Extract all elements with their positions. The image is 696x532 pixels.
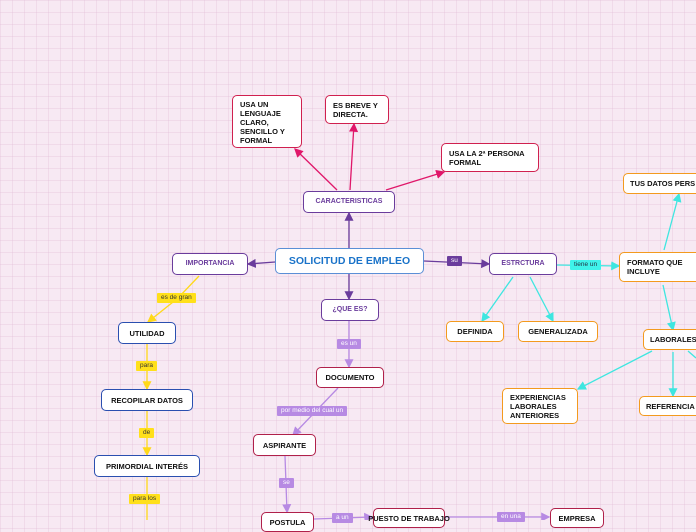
formato-node[interactable]: FORMATO QUE INCLUYE (619, 252, 696, 282)
edge-formato-laborales (662, 284, 676, 332)
label-a-un: a un (332, 513, 353, 524)
lenguaje-node[interactable]: USA UN LENGUAJE CLARO, SENCILLO Y FORMAL (232, 95, 302, 148)
label-tiene-un: tiene un (570, 260, 602, 271)
label-en-una: en una (497, 512, 525, 523)
laborales-node[interactable]: LABORALES (643, 329, 696, 350)
edge-estructura-generalizada (529, 276, 554, 323)
edge-main-importancia (246, 258, 276, 268)
label-es-un: es un (337, 339, 361, 350)
label-para-los: para los (129, 494, 161, 505)
utilidad-node[interactable]: UTILIDAD (118, 322, 176, 344)
caracteristicas-node[interactable]: CARACTERISTICAS (303, 191, 395, 213)
referencias-node[interactable]: REFERENCIA (639, 396, 696, 416)
label-es-de-gran: es de gran (157, 293, 196, 304)
label-su: su (447, 256, 462, 267)
postula-node[interactable]: POSTULA (261, 512, 314, 532)
mind-map-canvas: SOLICITUD DE EMPLEO CARACTERISTICAS USA … (94, 95, 696, 532)
estructura-node[interactable]: ESTRCTURA (489, 253, 557, 275)
edge-formato-tusdatos (663, 192, 682, 251)
label-para: para (136, 361, 158, 372)
generalizada-node[interactable]: GENERALIZADA (518, 321, 598, 342)
central-topic-node[interactable]: SOLICITUD DE EMPLEO (275, 248, 424, 274)
aspirante-node[interactable]: ASPIRANTE (253, 434, 316, 456)
edge-estructura-definida (481, 276, 514, 323)
label-de: de (139, 428, 155, 439)
edge-caract-lenguaje (294, 148, 338, 191)
edge-laborales-offscreen (687, 350, 696, 359)
persona-node[interactable]: USA LA 2ª PERSONA FORMAL (441, 143, 539, 172)
puesto-node[interactable]: PUESTO DE TRABAJO (368, 508, 450, 528)
primordial-node[interactable]: PRIMORDIAL INTERÉS (94, 455, 200, 477)
documento-node[interactable]: DOCUMENTO (316, 367, 384, 388)
definida-node[interactable]: DEFINIDA (446, 321, 504, 342)
edge-caract-persona (385, 169, 446, 191)
tus-datos-node[interactable]: TUS DATOS PERS (623, 173, 696, 194)
edge-caract-breve (348, 122, 359, 191)
recopilar-node[interactable]: RECOPILAR DATOS (101, 389, 193, 411)
empresa-node[interactable]: EMPRESA (550, 508, 604, 528)
edge-laborales-experiencias (576, 350, 653, 390)
label-por-medio: por medio del cual un (277, 406, 348, 417)
que-es-node[interactable]: ¿QUE ES? (321, 299, 379, 321)
label-se: se (279, 478, 294, 489)
breve-node[interactable]: ES BREVE Y DIRECTA. (325, 95, 389, 124)
experiencias-node[interactable]: EXPERIENCIAS LABORALES ANTERIORES (502, 388, 578, 424)
importancia-node[interactable]: IMPORTANCIA (172, 253, 248, 275)
